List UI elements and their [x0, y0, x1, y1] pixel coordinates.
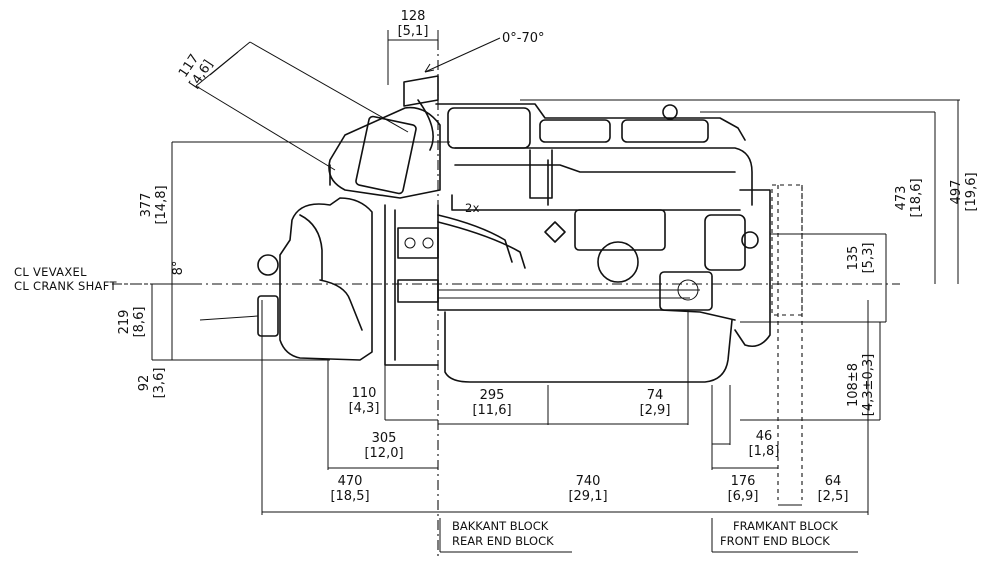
dim-46-mm: 46 — [756, 429, 773, 444]
dim-110-mm: 110 — [352, 386, 377, 401]
angle-8-label: 8° — [171, 261, 186, 276]
rear-block-label-en: REAR END BLOCK — [452, 534, 554, 548]
dim-473-in: [18,6] — [909, 178, 924, 217]
dim-497-mm: 497 — [949, 180, 964, 205]
dim-64-mm: 64 — [825, 474, 842, 489]
dim-377-mm: 377 — [139, 193, 154, 218]
bottom-horizontal-dims — [261, 300, 869, 553]
right-vertical-dims — [520, 99, 960, 421]
dim-92-in: [3,6] — [152, 368, 167, 399]
cl-crankshaft-label: CL CRANK SHAFT — [14, 279, 117, 293]
dim-470-in: [18,5] — [330, 489, 369, 504]
dim-176-mm: 176 — [731, 474, 756, 489]
rear-block-label-sv: BAKKANT BLOCK — [452, 519, 549, 533]
dim-219-in: [8,6] — [132, 307, 147, 338]
dim-295-in: [11,6] — [472, 403, 511, 418]
left-vertical-dims — [151, 141, 450, 361]
centerlines — [112, 40, 900, 560]
dim-128 — [387, 30, 439, 85]
dim-64-in: [2,5] — [818, 489, 849, 504]
front-block-label-sv: FRAMKANT BLOCK — [733, 519, 838, 533]
engine-outline — [257, 75, 803, 383]
dim-110-in: [4,3] — [349, 401, 380, 416]
cl-vevaxel-label: CL VEVAXEL — [14, 265, 87, 279]
dim-128-mm: 128 — [401, 9, 426, 24]
tilt-angle-label: 0°-70° — [502, 31, 545, 46]
dim-128-in: [5,1] — [398, 24, 429, 39]
dim-135-in: [5,3] — [861, 243, 876, 274]
tilt-dimension — [195, 37, 501, 171]
dim-740-mm: 740 — [576, 474, 601, 489]
dim-377-in: [14,8] — [154, 185, 169, 224]
dim-108-in: [4,3±0,3] — [861, 354, 876, 416]
dim-305-in: [12,0] — [364, 446, 403, 461]
dim-92-mm: 92 — [137, 375, 152, 392]
dim-135-mm: 135 — [846, 246, 861, 271]
dim-740-in: [29,1] — [568, 489, 607, 504]
dim-74-in: [2,9] — [640, 403, 671, 418]
dim-305-mm: 305 — [372, 431, 397, 446]
count-2x-label: 2x — [465, 201, 480, 215]
dim-74-mm: 74 — [647, 388, 664, 403]
dim-295-mm: 295 — [480, 388, 505, 403]
dim-497-in: [19,6] — [964, 172, 979, 211]
dim-219-mm: 219 — [117, 310, 132, 335]
dim-470-mm: 470 — [338, 474, 363, 489]
dimension-labels: 128 [5,1] 0°-70° 117 [4,6] 377 [14,8] 21… — [14, 9, 979, 548]
dim-108-mm: 108±8 — [846, 363, 861, 407]
dim-473-mm: 473 — [894, 186, 909, 211]
dim-46-in: [1,8] — [749, 444, 780, 459]
dim-176-in: [6,9] — [728, 489, 759, 504]
front-block-label-en: FRONT END BLOCK — [720, 534, 830, 548]
